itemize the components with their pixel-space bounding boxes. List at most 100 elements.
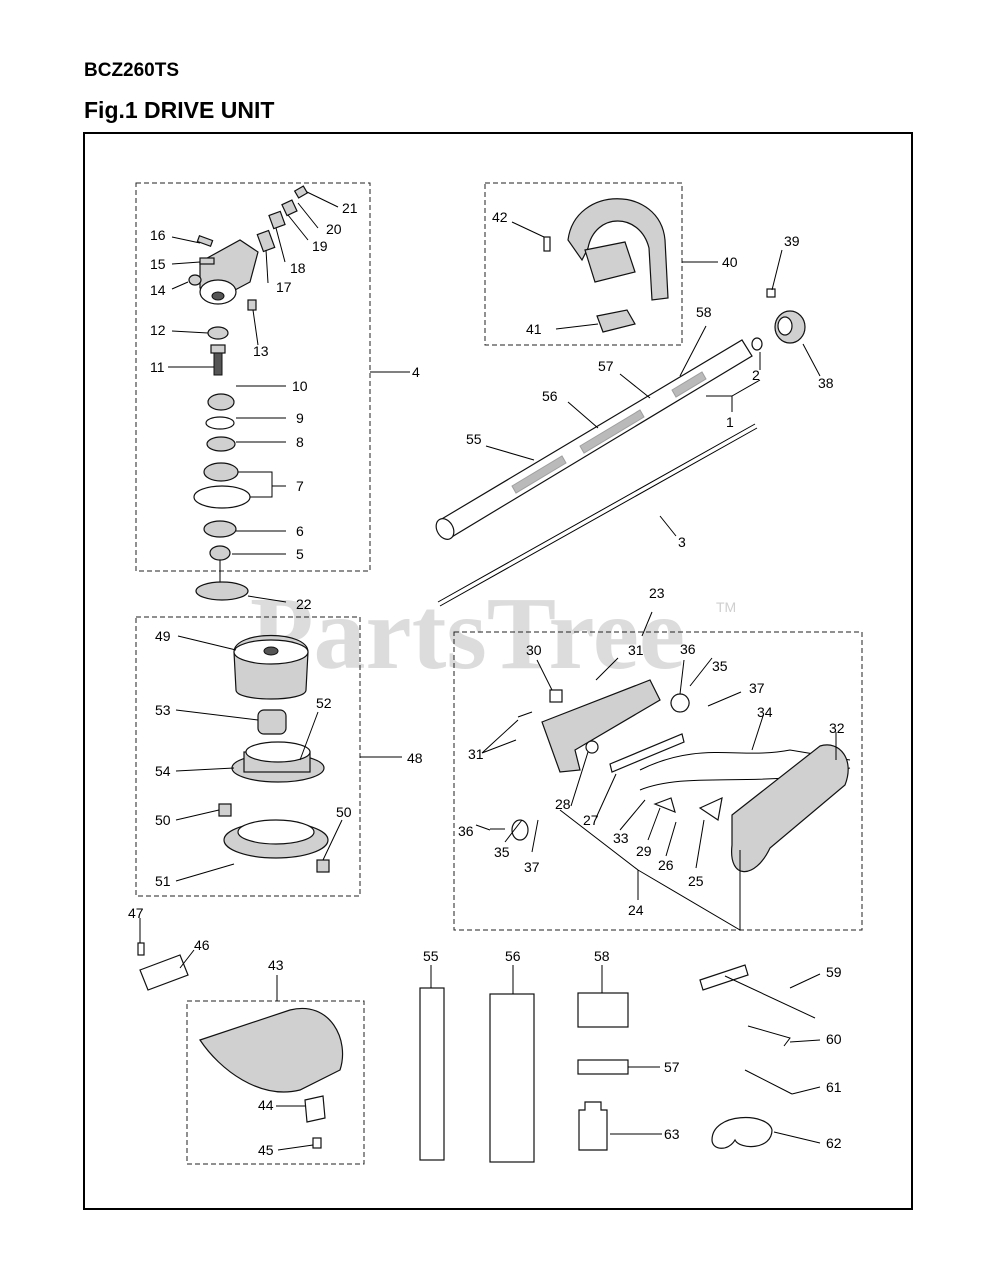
label-p37a: 37	[749, 680, 765, 696]
label-p43: 43	[268, 957, 284, 973]
clamp-35a-icon	[670, 693, 690, 713]
label-p55: 55	[466, 431, 482, 447]
label-p26: 26	[658, 857, 674, 873]
label-p40: 40	[722, 254, 738, 270]
diagram-frame	[83, 132, 913, 1210]
label-p34: 34	[757, 704, 773, 720]
label-p14: 14	[150, 282, 166, 298]
circlip-9-icon	[205, 416, 235, 430]
eyelet-50b-icon	[316, 859, 330, 873]
label-58-icon	[577, 992, 629, 1028]
label-p50b: 50	[336, 804, 352, 820]
label-p8: 8	[296, 434, 304, 450]
clamp-41-icon	[596, 309, 636, 333]
label-p15: 15	[150, 256, 166, 272]
label-p32: 32	[829, 720, 845, 736]
label-p38: 38	[818, 375, 834, 391]
eyelet-50a-icon	[218, 803, 232, 817]
label-p21: 21	[342, 200, 358, 216]
label-p36b: 36	[458, 823, 474, 839]
shaft-parts	[435, 339, 758, 607]
gearcase-group-box	[135, 182, 371, 572]
label-p6: 6	[296, 523, 304, 539]
label-p23: 23	[649, 585, 665, 601]
watermark-text: PartsTree	[250, 576, 685, 691]
label-p33: 33	[613, 830, 629, 846]
guard-43-icon	[199, 1007, 344, 1093]
label-p28: 28	[555, 796, 571, 812]
label-p20: 20	[326, 221, 342, 237]
label-p7: 7	[296, 478, 304, 494]
label-p52: 52	[316, 695, 332, 711]
model-number: BCZ260TS	[84, 60, 180, 81]
label-p56: 56	[542, 388, 558, 404]
grip-group-box	[453, 631, 863, 931]
label-p46: 46	[194, 937, 210, 953]
plate-44-icon	[304, 1095, 326, 1123]
switch-30-icon	[549, 689, 563, 703]
cover-22-icon	[195, 581, 249, 601]
accessory-parts	[419, 964, 816, 1163]
label-p47: 47	[128, 905, 144, 921]
clamp-35b-icon	[511, 819, 529, 841]
label-p49: 49	[155, 628, 171, 644]
label-p31a: 31	[628, 642, 644, 658]
label-p9: 9	[296, 410, 304, 426]
label-p31b: 31	[468, 746, 484, 762]
trigger-25-icon	[698, 796, 723, 822]
label-p18: 18	[290, 260, 306, 276]
label-p16: 16	[150, 227, 166, 243]
label-p35a: 35	[712, 658, 728, 674]
label-p5: 5	[296, 546, 304, 562]
label-p35b: 35	[494, 844, 510, 860]
grip-parts	[490, 679, 851, 873]
hex-key-60-icon	[747, 1025, 791, 1047]
label-p37b: 37	[524, 859, 540, 875]
box-wrench-59-icon	[699, 964, 749, 991]
label-p30: 30	[526, 642, 542, 658]
guard-parts	[137, 942, 344, 1149]
label-p13: 13	[253, 343, 269, 359]
label-p45: 45	[258, 1142, 274, 1158]
label-p58: 58	[696, 304, 712, 320]
label-p48: 48	[407, 750, 423, 766]
label-p3: 3	[678, 534, 686, 550]
label-p4: 4	[412, 364, 420, 380]
washer-6-icon	[203, 520, 237, 538]
label-p22: 22	[296, 596, 312, 612]
bracket-46-icon	[139, 954, 189, 991]
label-p57b: 57	[664, 1059, 680, 1075]
label-p58b: 58	[594, 948, 610, 964]
watermark-trademark: TM	[716, 599, 736, 615]
spring-28-icon	[585, 740, 599, 754]
label-p42: 42	[492, 209, 508, 225]
label-p57: 57	[598, 358, 614, 374]
label-p12: 12	[150, 322, 166, 338]
label-p53: 53	[155, 702, 171, 718]
label-p44: 44	[258, 1097, 274, 1113]
label-56-icon	[489, 993, 535, 1163]
label-p50a: 50	[155, 812, 171, 828]
label-p36a: 36	[680, 641, 696, 657]
figure-title: Fig.1 DRIVE UNIT	[84, 97, 275, 123]
loop-handle-icon	[567, 198, 669, 301]
label-p27: 27	[583, 812, 599, 828]
label-p61: 61	[826, 1079, 842, 1095]
label-p60: 60	[826, 1031, 842, 1047]
holder-7b-icon	[193, 485, 251, 509]
label-p29: 29	[636, 843, 652, 859]
label-p59: 59	[826, 964, 842, 980]
label-p1: 1	[726, 414, 734, 430]
label-p10: 10	[292, 378, 308, 394]
part-number-labels: 4 21 20 19 18 17 16 15 14 13 12 11 10 9 …	[128, 200, 845, 1158]
label-p11: 11	[150, 359, 165, 375]
cable-34-icon	[639, 749, 851, 771]
handle-group-box	[484, 182, 683, 346]
label-55-icon	[419, 987, 445, 1161]
washer-2-icon	[751, 337, 763, 351]
lockout-29-icon	[653, 797, 676, 814]
pin-61-icon	[744, 1069, 793, 1095]
rear-grip-icon	[731, 744, 849, 873]
label-p2: 2	[752, 367, 760, 383]
label-p17: 17	[276, 279, 292, 295]
